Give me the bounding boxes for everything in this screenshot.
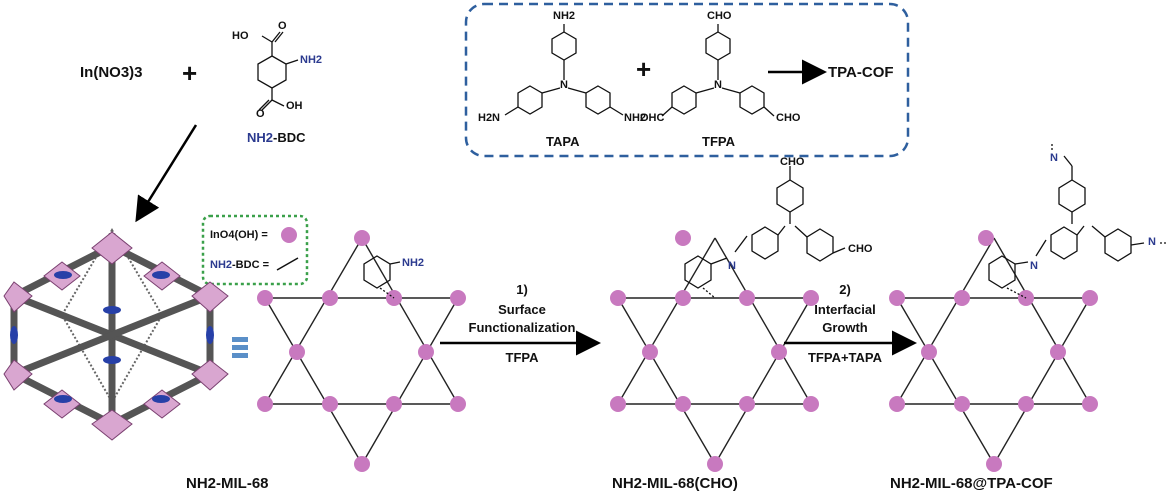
plus-sign-1: +: [182, 58, 198, 88]
nh2-bdc-molecule: [257, 31, 299, 111]
step2-line1: Interfacial: [814, 302, 876, 317]
step2-number: 2): [839, 282, 851, 297]
legend-linker-prefix: NH2: [210, 259, 233, 271]
net1-amine-label: NH2: [402, 257, 425, 269]
legend-linker-suffix: -BDC =: [232, 259, 269, 271]
tfpa-molecule: [661, 24, 775, 117]
tapa-left-group: H2N: [478, 112, 501, 124]
step1-line2: Functionalization: [468, 320, 576, 335]
tfpa-label: TFPA: [702, 134, 735, 149]
net-mof: [257, 230, 466, 472]
net2-cho-top: CHO: [780, 156, 805, 168]
linker-group-nh2: NH2: [300, 54, 323, 66]
tfpa-right-group: CHO: [776, 112, 801, 124]
mof-label: NH2-MIL-68: [186, 475, 269, 492]
plus-sign-2: +: [636, 54, 652, 84]
net3-imine-n-top: N: [1050, 152, 1058, 164]
net3-imine-n-right: N: [1148, 236, 1156, 248]
tapa-molecule: [504, 24, 624, 116]
linker-group-oh: OH: [286, 100, 303, 112]
mof-cof-label: NH2-MIL-68@TPA-COF: [890, 475, 1053, 492]
step2-reagent: TFPA+TAPA: [807, 350, 883, 365]
tapa-center-n: N: [560, 79, 568, 91]
legend-box: [201, 214, 309, 286]
legend-node-text: InO4(OH) =: [210, 229, 268, 241]
net-cof: [889, 142, 1167, 472]
net2-imine-n: N: [728, 260, 736, 272]
nh2-bdc-prefix: NH2: [247, 130, 274, 145]
linker-group-o-bottom: O: [256, 108, 265, 120]
tapa-top-group: NH2: [553, 10, 576, 22]
metal-salt-text: In(NO3)3: [80, 64, 143, 81]
equivalence-icon: [232, 337, 248, 358]
tapa-right-group: NH2: [624, 112, 647, 124]
linker-group-ho: HO: [232, 30, 249, 42]
legend-linker-line: [276, 257, 299, 271]
legend-node-dot: [281, 227, 297, 243]
nh2-bdc-label: NH2-BDC: [247, 130, 306, 145]
cof-reaction-box: [464, 2, 910, 158]
net2-cho-right: CHO: [848, 243, 873, 255]
synthesis-arrow: [135, 124, 198, 223]
legend-linker-text: NH2-BDC =: [210, 259, 269, 271]
nh2-bdc-suffix: -BDC: [273, 130, 306, 145]
net3-imine-n: N: [1030, 260, 1038, 272]
tfpa-top-group: CHO: [707, 10, 732, 22]
mof-3d-model: [3, 228, 229, 441]
metal-salt-label: In(NO3)3: [80, 64, 143, 81]
net-cho: [610, 166, 846, 472]
tfpa-left-group: OHC: [640, 112, 665, 124]
mof-cho-label: NH2-MIL-68(CHO): [612, 475, 738, 492]
step1-line1: Surface: [498, 302, 546, 317]
tpa-cof-label: TPA-COF: [828, 64, 894, 81]
step1-number: 1): [516, 282, 528, 297]
tfpa-center-n: N: [714, 79, 722, 91]
linker-group-o-top: O: [278, 20, 287, 32]
step2-line2: Growth: [822, 320, 868, 335]
step1-reagent: TFPA: [505, 350, 539, 365]
tapa-label: TAPA: [546, 134, 580, 149]
